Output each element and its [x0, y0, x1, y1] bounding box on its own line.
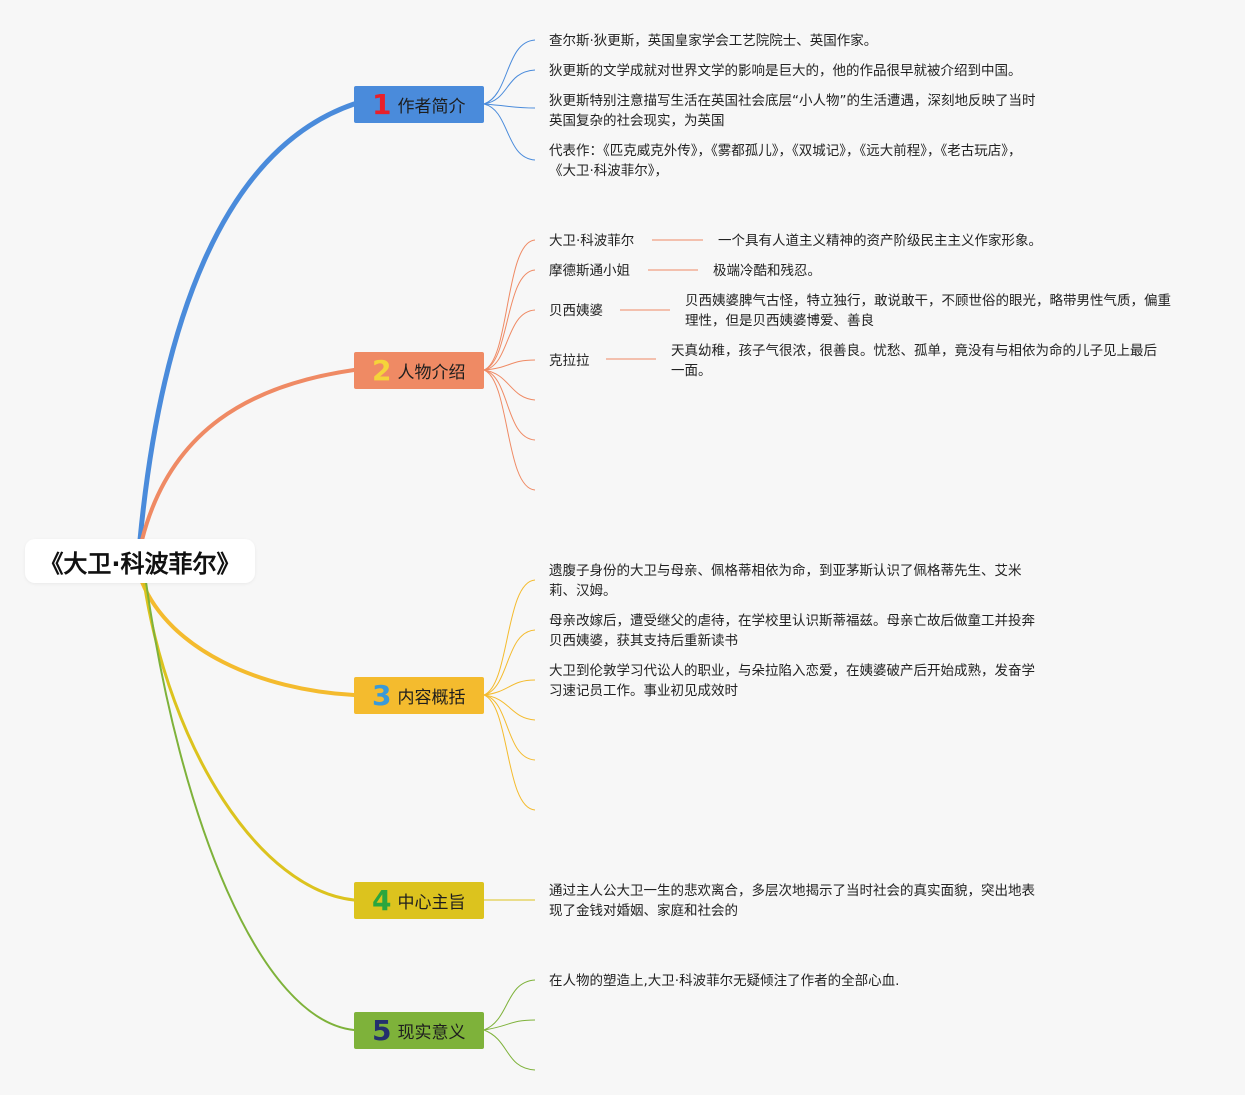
connector-root-to-branch-1 [137, 101, 357, 543]
branch-number: 2 [372, 353, 392, 387]
character-name[interactable]: 克拉拉 [549, 353, 590, 369]
author-note-1[interactable]: 查尔斯·狄更斯，英国皇家学会工艺院院士、英国作家。 [549, 33, 878, 49]
author-note-4[interactable]: 代表作：《匹克威克外传》，《雾都孤儿》，《双城记》，《远大前程》，《老古玩店》，… [549, 143, 1022, 179]
author-note-2[interactable]: 狄更斯的文学成就对世界文学的影响是巨大的，他的作品很早就被介绍到中国。 [549, 63, 1022, 79]
character-description[interactable]: 贝西姨婆脾气古怪，特立独行，敢说敢干，不顾世俗的眼光，略带男性气质，偏重理性，但… [685, 293, 1171, 329]
branch-node-characters[interactable]: 2 人物介绍 [354, 352, 484, 389]
character-name[interactable]: 大卫·科波菲尔 [549, 233, 635, 249]
connector-root-to-branch-5 [145, 581, 355, 1031]
branch-node-theme[interactable]: 4 中心主旨 [354, 882, 484, 919]
branch-label: 中心主旨 [397, 893, 466, 913]
character-description[interactable]: 极端冷酷和残忍。 [713, 263, 821, 279]
branch-5-leaf-lines [483, 979, 536, 1071]
branch-node-summary[interactable]: 3 内容概括 [354, 677, 484, 714]
theme-note-1[interactable]: 通过主人公大卫一生的悲欢离合，多层次地揭示了当时社会的真实面貌，突出地表现了金钱… [549, 883, 1035, 919]
branch-number: 3 [372, 678, 392, 712]
branch-label: 内容概括 [397, 688, 466, 708]
branch-label: 人物介绍 [397, 363, 466, 383]
branch-3-leaf-lines [483, 579, 536, 811]
significance-note-1[interactable]: 在人物的塑造上,大卫·科波菲尔无疑倾注了作者的全部心血. [549, 973, 900, 989]
character-description[interactable]: 天真幼稚，孩子气很浓，很善良。忧愁、孤单，竟没有与相依为命的儿子见上最后一面。 [671, 343, 1157, 379]
connector-root-to-branch-4 [142, 580, 356, 902]
connector-root-to-branch-2 [140, 368, 356, 542]
connector-root-to-branch-3 [140, 580, 356, 697]
summary-note-3[interactable]: 大卫到伦敦学习代讼人的职业，与朵拉陷入恋爱，在姨婆破产后开始成熟，发奋学习速记员… [549, 663, 1035, 699]
branch-2-leaf-lines [483, 239, 703, 491]
character-name[interactable]: 贝西姨婆 [549, 303, 603, 319]
branch-node-significance[interactable]: 5 现实意义 [354, 1012, 484, 1049]
root-topic[interactable]: 《大卫·科波菲尔》 [25, 539, 255, 583]
author-note-3[interactable]: 狄更斯特别注意描写生活在英国社会底层“小人物”的生活遭遇，深刻地反映了当时英国复… [549, 93, 1036, 129]
character-name[interactable]: 摩德斯通小姐 [549, 263, 630, 279]
branch-node-author[interactable]: 1 作者简介 [354, 86, 484, 123]
branch-label: 现实意义 [397, 1023, 466, 1043]
branch-1-leaf-lines [483, 39, 536, 161]
summary-note-2[interactable]: 母亲改嫁后，遭受继父的虐待，在学校里认识斯蒂福兹。母亲亡故后做童工并投奔贝西姨婆… [549, 613, 1035, 649]
character-description[interactable]: 一个具有人道主义精神的资产阶级民主主义作家形象。 [718, 233, 1042, 249]
branch-number: 1 [372, 87, 392, 121]
branch-number: 4 [372, 883, 392, 917]
summary-note-1[interactable]: 遗腹子身份的大卫与母亲、佩格蒂相依为命，到亚茅斯认识了佩格蒂先生、艾米莉、汉姆。 [549, 563, 1022, 599]
branch-number: 5 [372, 1013, 392, 1047]
branch-label: 作者简介 [397, 97, 466, 117]
